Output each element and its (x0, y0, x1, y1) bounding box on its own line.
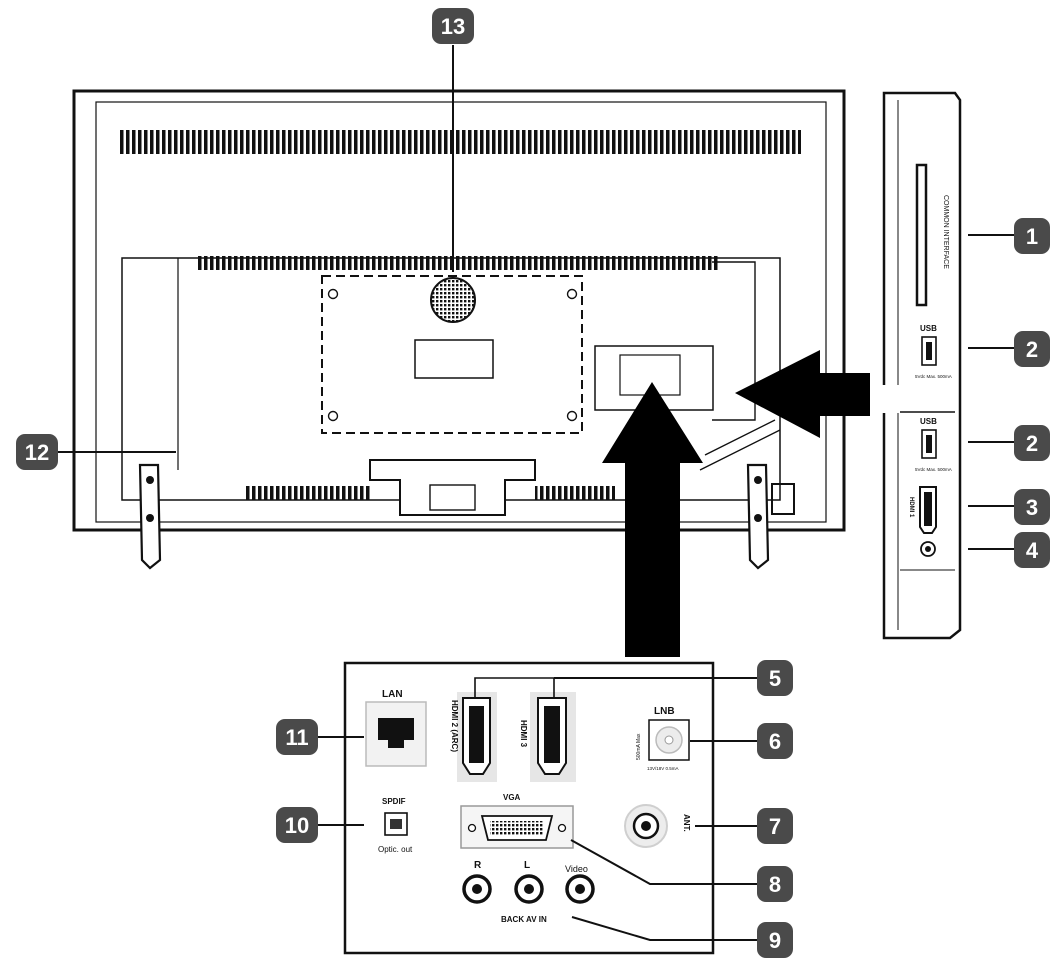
callout-badge-2a (1014, 331, 1050, 367)
arrow-to-back-panel (602, 382, 703, 657)
hdmi1-port-core (924, 492, 932, 526)
callout-number-2a: 2 (1026, 337, 1038, 362)
callout-number-2b: 2 (1026, 431, 1038, 456)
lnb-label: LNB (654, 706, 675, 717)
callout-badge-10 (276, 807, 318, 843)
vesa-hole (327, 288, 339, 300)
callout-badge-3 (1014, 489, 1050, 525)
callout-number-6: 6 (769, 729, 781, 754)
headphone-jack-core (925, 546, 931, 552)
callout-badge-13 (432, 8, 474, 44)
rca-l-jack-core (524, 884, 534, 894)
foot-screw (146, 476, 154, 484)
leader-8 (570, 839, 757, 885)
leader-lines (58, 45, 1014, 941)
usb-bottom-port-core (926, 435, 932, 453)
callout-badges: 1 2 2 3 4 5 6 7 8 9 10 11 12 13 (16, 8, 1050, 958)
callout-number-1: 1 (1026, 224, 1038, 249)
leader-9 (571, 916, 757, 941)
callout-number-4: 4 (1026, 538, 1039, 563)
ci-slot (915, 163, 928, 307)
stand-plate (429, 484, 476, 511)
arrow-to-side-panel (735, 350, 870, 438)
callout-badge-7 (757, 808, 793, 844)
callout-badge-4 (1014, 532, 1050, 568)
callout-badge-2b (1014, 425, 1050, 461)
vesa-hole (327, 410, 339, 422)
rating-label (414, 339, 494, 379)
back-connector-panel: LAN HDMI 2 (ARC) HDMI 3 LNB 500mA Max 13… (343, 661, 715, 955)
ci-slot-label: COMMON INTERFACE (942, 195, 949, 269)
rca-r-label: R (474, 860, 482, 871)
side-housing (712, 261, 756, 421)
callout-badge-8 (757, 866, 793, 902)
tv-back (72, 89, 846, 570)
hdmi3-port-core (544, 706, 560, 763)
foot-screw (754, 514, 762, 522)
callout-badge-6 (757, 723, 793, 759)
usb-top-spec: 5Vdc Max. 500mA (915, 374, 952, 379)
stand-bracket (369, 459, 536, 516)
callout-number-10: 10 (285, 813, 309, 838)
spdif-label: SPDIF (382, 797, 406, 806)
lan-label: LAN (382, 689, 403, 700)
middle-vent (198, 256, 718, 270)
cable-clip (771, 483, 795, 515)
hdmi-bracket (474, 677, 555, 698)
vga-screw (557, 823, 567, 833)
callout-number-8: 8 (769, 872, 781, 897)
lnb-port-core (664, 735, 674, 745)
rca-l-label: L (524, 860, 530, 871)
hdmi1-label: HDMI 1 (908, 497, 914, 518)
usb-bottom-label: USB (920, 417, 937, 426)
callout-number-11: 11 (285, 725, 308, 750)
vesa-hole (566, 288, 578, 300)
hdmi3-label: HDMI 3 (519, 720, 528, 748)
speaker-grille (430, 277, 476, 323)
callout-badge-9 (757, 922, 793, 958)
ant-port-core (641, 821, 651, 831)
callout-number-12: 12 (25, 440, 49, 465)
spdif-port-core (390, 819, 402, 829)
callout-badge-11 (276, 719, 318, 755)
callout-number-13: 13 (441, 14, 465, 39)
foot-screw (146, 514, 154, 522)
vga-label: VGA (503, 793, 521, 802)
side-panel: COMMON INTERFACE USB 5Vdc Max. 500mA USB… (874, 91, 962, 640)
usb-top-port-core (926, 342, 932, 360)
vesa-hole (566, 410, 578, 422)
callout-number-5: 5 (769, 666, 781, 691)
optic-out-label: Optic. out (378, 845, 413, 854)
lnb-spec-bottom: 13V/18V 0.5mA (647, 766, 679, 771)
callout-number-9: 9 (769, 928, 781, 953)
callout-badge-1 (1014, 218, 1050, 254)
callout-number-7: 7 (769, 814, 781, 839)
arrows (602, 350, 870, 657)
callout-badge-12 (16, 434, 58, 470)
hdmi2-label: HDMI 2 (ARC) (450, 700, 459, 752)
lan-port (378, 718, 414, 748)
cable-guide (699, 419, 781, 471)
vesa-mount-area (321, 275, 583, 434)
bottom-vent-right (535, 486, 615, 500)
top-vent (118, 130, 801, 154)
panel-gap (874, 385, 914, 413)
rca-r-jack-core (472, 884, 482, 894)
usb-bottom-spec: 5Vdc Max. 500mA (915, 467, 952, 472)
hdmi2-port-core (469, 706, 484, 763)
usb-top-label: USB (920, 324, 937, 333)
lnb-spec-left: 500mA Max (636, 733, 642, 760)
rca-video-jack-core (575, 884, 585, 894)
rca-video-label: Video (565, 864, 588, 874)
foot-screw (754, 476, 762, 484)
ant-label: ANT. (682, 814, 691, 832)
vga-screw (467, 823, 477, 833)
vga-pins (490, 821, 544, 835)
back-av-in-label: BACK AV IN (501, 915, 547, 924)
callout-number-3: 3 (1026, 495, 1038, 520)
tv-inner-frame (95, 101, 827, 523)
bottom-vent-left (245, 486, 370, 500)
callout-badge-5 (757, 660, 793, 696)
